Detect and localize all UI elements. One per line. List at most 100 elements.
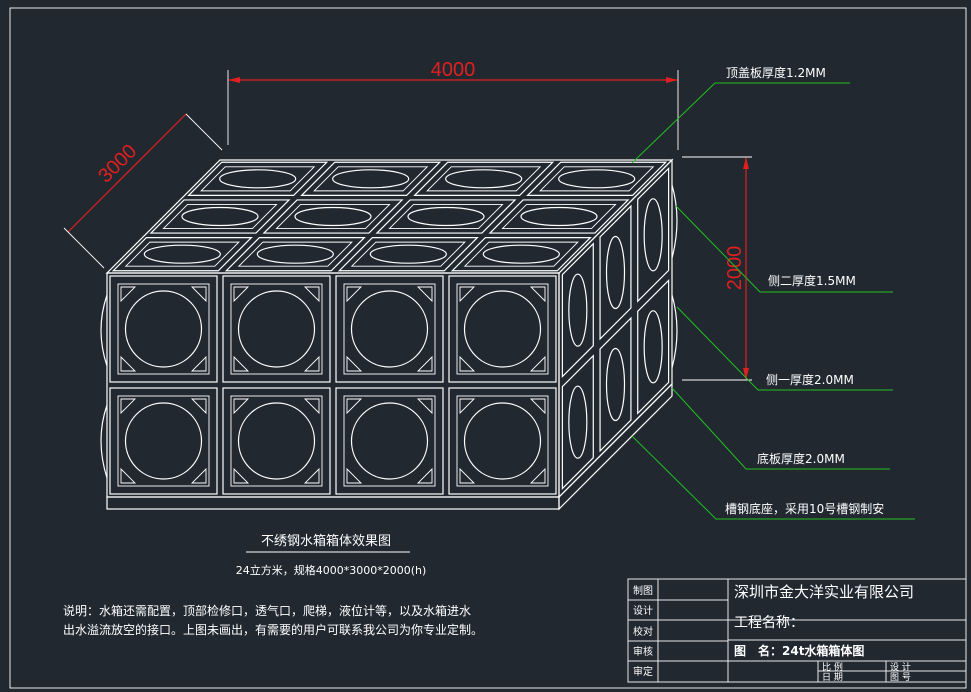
callout-top-leader xyxy=(631,82,850,164)
top-panel xyxy=(111,236,253,272)
callout-side2-label: 侧二厚度1.5MM xyxy=(768,273,856,288)
front-panel-inner xyxy=(456,395,549,487)
title-block-frame xyxy=(627,578,967,683)
tb-date-label: 日 期 xyxy=(822,672,843,683)
right-bulge xyxy=(671,184,678,259)
top-panel-inner xyxy=(463,241,579,267)
front-panel-corner xyxy=(120,398,137,415)
front-panel-corner xyxy=(529,398,546,415)
dim-length-arrow-left xyxy=(228,77,240,83)
top-panel-ellipse xyxy=(294,206,372,227)
front-panel-inner xyxy=(343,283,436,375)
callout-base-label: 槽钢底座，采用10号槽钢制安 xyxy=(725,501,884,516)
left-bulge xyxy=(100,294,108,367)
tb-row-approve: 审定 xyxy=(633,665,653,678)
dimension-width: 3000 xyxy=(63,113,223,269)
top-panel-ellipse xyxy=(520,206,598,227)
note-line-1: 说明：水箱还需配置，顶部检修口，透气口，爬梯，液位计等，以及水箱进水 xyxy=(63,603,471,618)
top-panel-inner xyxy=(350,241,466,267)
top-panel-inner xyxy=(237,241,353,267)
callout-side1-leader xyxy=(676,306,893,391)
tb-company: 深圳市金大洋实业有限公司 xyxy=(734,583,914,601)
top-panel-ellipse xyxy=(219,169,297,189)
top-panel-inner xyxy=(426,166,542,192)
dimension-length: 4000 xyxy=(227,59,679,150)
callout-side2-leader xyxy=(675,205,893,293)
tank-drawing xyxy=(100,158,678,511)
callout-base: 槽钢底座，采用10号槽钢制安 xyxy=(631,435,915,520)
dimension-height: 2000 xyxy=(682,156,752,381)
front-panel-circle xyxy=(237,402,316,480)
base-channel-side xyxy=(558,382,673,511)
top-panel xyxy=(224,236,366,272)
front-panel-corner xyxy=(346,355,363,372)
front-panel-inner xyxy=(117,283,210,375)
front-panel-inner xyxy=(230,395,323,487)
front-panel-corner xyxy=(529,286,546,303)
front-panel-inner xyxy=(117,395,210,487)
front-panel-corner xyxy=(190,286,207,303)
top-panel-ellipse xyxy=(256,244,334,264)
top-panel-ellipse xyxy=(369,244,447,264)
front-panel-corner xyxy=(459,467,476,484)
callout-side1: 侧一厚度2.0MM xyxy=(676,306,893,391)
base-channel-front xyxy=(106,496,560,510)
tb-design-label: 设 计 xyxy=(890,661,911,673)
top-panel-inner xyxy=(124,241,240,267)
caption-title: 不绣钢水箱箱体效果图 xyxy=(261,533,391,549)
dim-width-ext-bottom xyxy=(63,227,105,269)
front-panel-corner xyxy=(190,398,207,415)
caption-spec: 24立方米，规格4000*3000*2000(h) xyxy=(236,563,427,577)
front-panel-corner xyxy=(459,355,476,372)
top-panel-ellipse xyxy=(558,169,636,189)
tb-scale-label: 比 例 xyxy=(822,661,843,673)
top-panel-ellipse xyxy=(181,206,259,227)
side-panel-ellipse xyxy=(568,385,588,459)
top-face-frame xyxy=(105,159,674,274)
dim-height-arrow-bottom xyxy=(743,368,749,380)
front-panel-corner xyxy=(346,286,363,303)
top-panel-ellipse xyxy=(332,169,410,189)
note-line-2: 出水溢流放空的接口。上图未画出，有需要的用户可联系我公司为你专业定制。 xyxy=(63,622,483,637)
front-panel-outer xyxy=(222,387,331,495)
front-panel-corner xyxy=(416,467,433,484)
front-panel-corner xyxy=(190,355,207,372)
drawing-frame xyxy=(9,7,967,689)
front-panel-outer xyxy=(335,387,444,495)
front-panel-corner xyxy=(120,467,137,484)
top-panel-inner xyxy=(162,203,278,230)
front-panel-corner xyxy=(416,398,433,415)
side-panel-ellipse xyxy=(605,347,626,422)
top-panel xyxy=(149,199,291,234)
title-block: 制图 设计 校对 审核 审定 深圳市金大洋实业有限公司 工程名称： 图 名：24… xyxy=(627,578,967,683)
tb-drawing-label: 图 名：24t水箱箱体图 xyxy=(734,643,864,658)
front-panel-circle xyxy=(463,290,542,368)
top-panel-ellipse xyxy=(445,169,523,189)
front-panel-inner xyxy=(456,283,549,375)
dim-width-label: 3000 xyxy=(94,140,141,187)
top-panel-ellipse xyxy=(407,206,485,227)
callout-side2: 侧二厚度1.5MM xyxy=(675,205,893,293)
dim-height-arrow-top xyxy=(743,157,749,169)
front-panel-circle xyxy=(124,402,203,480)
front-panel-circle xyxy=(124,290,203,368)
top-panel-ellipse xyxy=(143,244,221,264)
top-panel-inner xyxy=(501,203,617,230)
front-panel-circle xyxy=(350,290,429,368)
side-panel xyxy=(637,278,670,415)
front-panel-outer xyxy=(448,275,557,383)
front-panel-outer xyxy=(335,275,444,383)
top-panel-inner xyxy=(539,166,655,192)
side-panel-ellipse xyxy=(643,310,663,384)
front-panel-corner xyxy=(233,355,250,372)
front-panel-outer xyxy=(222,275,331,383)
tb-project-label: 工程名称： xyxy=(734,615,804,631)
tb-row-design: 设计 xyxy=(633,604,653,617)
tb-row-check: 校对 xyxy=(633,625,653,638)
front-panel-outer xyxy=(448,387,557,495)
front-panel-inner xyxy=(230,283,323,375)
top-panel xyxy=(450,236,592,272)
top-panel-inner xyxy=(313,166,429,192)
side-panel-ellipse xyxy=(643,198,663,272)
